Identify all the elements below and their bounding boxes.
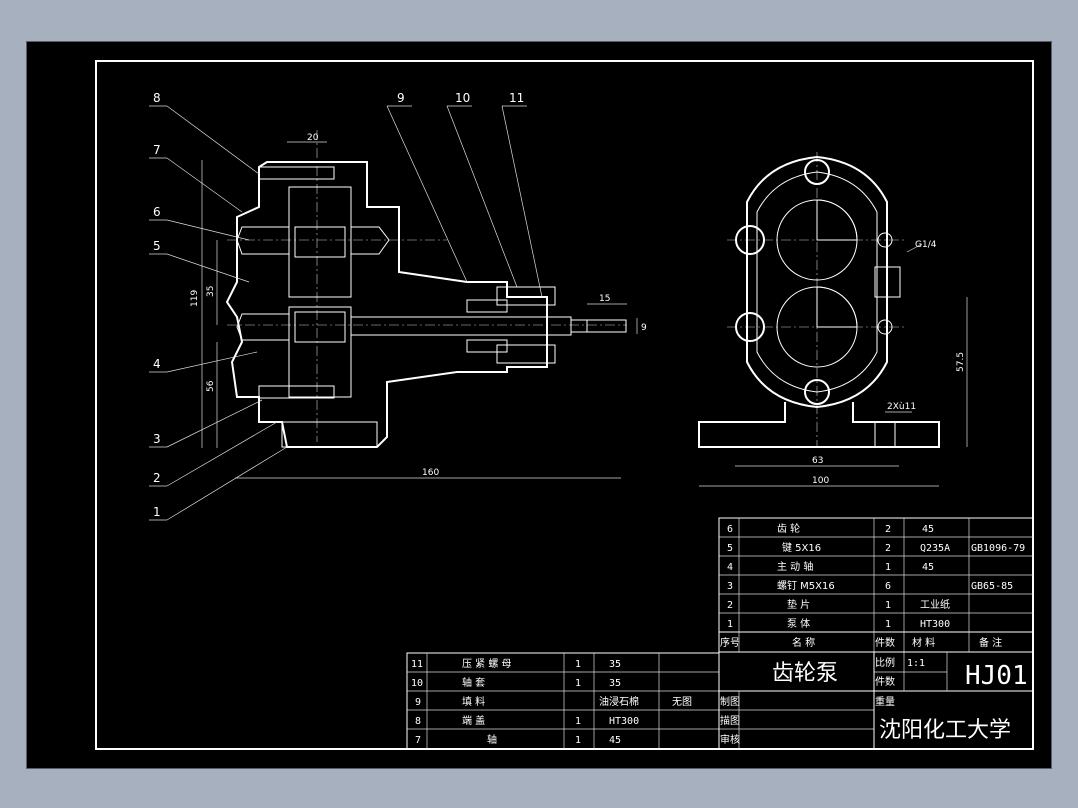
dim-height-low: 56 (206, 380, 216, 392)
balloon-2: 2 (153, 471, 161, 485)
dim-width-top: 20 (307, 133, 319, 143)
part-9-note: 无图 (672, 696, 692, 708)
dim-side-width: 100 (812, 476, 829, 486)
dim-side-height: 57.5 (956, 352, 966, 372)
part-6-material: 45 (922, 524, 934, 535)
part-5-material: Q235A (920, 543, 950, 554)
drawing-sheet: 8 7 6 5 4 3 2 1 9 10 11 20 119 35 56 160… (95, 60, 1034, 750)
part-4-material: 45 (922, 562, 934, 573)
part-7-qty: 1 (575, 735, 581, 746)
part-11-qty: 1 (575, 659, 581, 670)
part-4-qty: 1 (885, 562, 891, 573)
drawn-label: 制图 (720, 695, 740, 708)
checked-label: 审核 (720, 733, 740, 746)
part-10-material: 35 (609, 678, 621, 689)
scale-label: 比例 (875, 656, 895, 669)
part-7-seq: 7 (415, 735, 421, 746)
part-3-note: GB65-85 (971, 581, 1013, 592)
part-1-seq: 1 (727, 619, 733, 630)
dim-height-mid: 35 (206, 286, 216, 297)
header-material: 材 料 (912, 636, 935, 649)
leaders (149, 105, 543, 521)
part-5-seq: 5 (727, 543, 733, 554)
balloon-labels: 8 7 6 5 4 3 2 1 9 10 11 (153, 91, 524, 519)
part-10-name: 轴 套 (462, 676, 485, 689)
header-seq: 序号 (720, 636, 740, 649)
balloon-5: 5 (153, 239, 161, 253)
part-4-seq: 4 (727, 562, 733, 573)
part-10-qty: 1 (575, 678, 581, 689)
title-block: 齿轮泵 比例 1:1 件数 HJ01 重量 制图 描图 审核 沈阳化工大学 (718, 651, 1034, 750)
balloon-3: 3 (153, 432, 161, 446)
part-1-qty: 1 (885, 619, 891, 630)
front-section-view (225, 130, 627, 448)
part-5-name: 键 5X16 (782, 541, 821, 554)
part-9-name: 填 料 (462, 695, 485, 708)
header-qty: 件数 (875, 636, 895, 649)
dim-hole-spec: 2Xù11 (887, 402, 916, 412)
dim-height-total: 119 (190, 290, 200, 307)
part-8-material: HT300 (609, 716, 639, 727)
part-11-material: 35 (609, 659, 621, 670)
school-name: 沈阳化工大学 (879, 718, 1011, 743)
header-note: 备 注 (979, 636, 1002, 649)
part-10-seq: 10 (411, 678, 423, 689)
part-9-material: 油浸石棉 (599, 695, 639, 708)
header-name: 名 称 (792, 636, 815, 649)
balloon-6: 6 (153, 205, 161, 219)
scale-value: 1:1 (907, 658, 925, 669)
balloon-9: 9 (397, 91, 405, 105)
part-2-qty: 1 (885, 600, 891, 611)
part-3-name: 螺钉 M5X16 (777, 580, 835, 592)
dim-shaft-dia: 9 (641, 323, 647, 333)
balloon-1: 1 (153, 505, 161, 519)
part-11-name: 压 紧 螺 母 (462, 658, 512, 670)
balloon-11: 11 (509, 91, 524, 105)
part-11-seq: 11 (411, 659, 423, 670)
part-7-name: 轴 (487, 733, 497, 746)
part-4-name: 主 动 轴 (777, 560, 813, 573)
drawing-title: 齿轮泵 (772, 661, 838, 686)
part-2-name: 垫 片 (787, 598, 810, 611)
part-8-qty: 1 (575, 716, 581, 727)
part-6-qty: 2 (885, 524, 891, 535)
part-1-name: 泵 体 (787, 618, 810, 630)
traced-label: 描图 (720, 714, 740, 727)
part-6-seq: 6 (727, 524, 733, 535)
count-label: 件数 (875, 675, 895, 688)
part-8-name: 端 盖 (462, 714, 485, 727)
part-6-name: 齿 轮 (777, 522, 800, 535)
dim-thread: G1/4 (915, 240, 937, 250)
front-dimensions: 20 119 35 56 160 15 9 (190, 133, 647, 479)
dim-shaft-end: 15 (599, 294, 610, 304)
dim-side-width-inner: 63 (812, 456, 823, 466)
part-2-seq: 2 (727, 600, 733, 611)
balloon-7: 7 (153, 143, 161, 157)
balloon-8: 8 (153, 91, 161, 105)
balloon-4: 4 (153, 357, 161, 371)
part-7-material: 45 (609, 735, 621, 746)
part-3-seq: 3 (727, 581, 733, 592)
drawing-number: HJ01 (965, 661, 1028, 691)
part-3-qty: 6 (885, 581, 891, 592)
parts-list-right: 6 齿 轮 2 45 5 键 5X16 2 Q235A GB1096-79 4 … (718, 517, 1034, 653)
balloon-10: 10 (455, 91, 470, 105)
part-8-seq: 8 (415, 716, 421, 727)
part-2-material: 工业纸 (920, 598, 950, 611)
part-9-seq: 9 (415, 697, 421, 708)
dim-length: 160 (422, 468, 439, 478)
part-5-qty: 2 (885, 543, 891, 554)
cad-viewport[interactable]: 8 7 6 5 4 3 2 1 9 10 11 20 119 35 56 160… (26, 41, 1052, 769)
parts-list-left: 11 压 紧 螺 母 1 35 10 轴 套 1 35 9 填 料 油浸石棉 无… (406, 652, 720, 750)
part-5-note: GB1096-79 (971, 543, 1025, 554)
weight-label: 重量 (875, 695, 895, 708)
part-1-material: HT300 (920, 619, 950, 630)
side-view: G1/4 63 100 57.5 2Xù11 (698, 152, 968, 487)
